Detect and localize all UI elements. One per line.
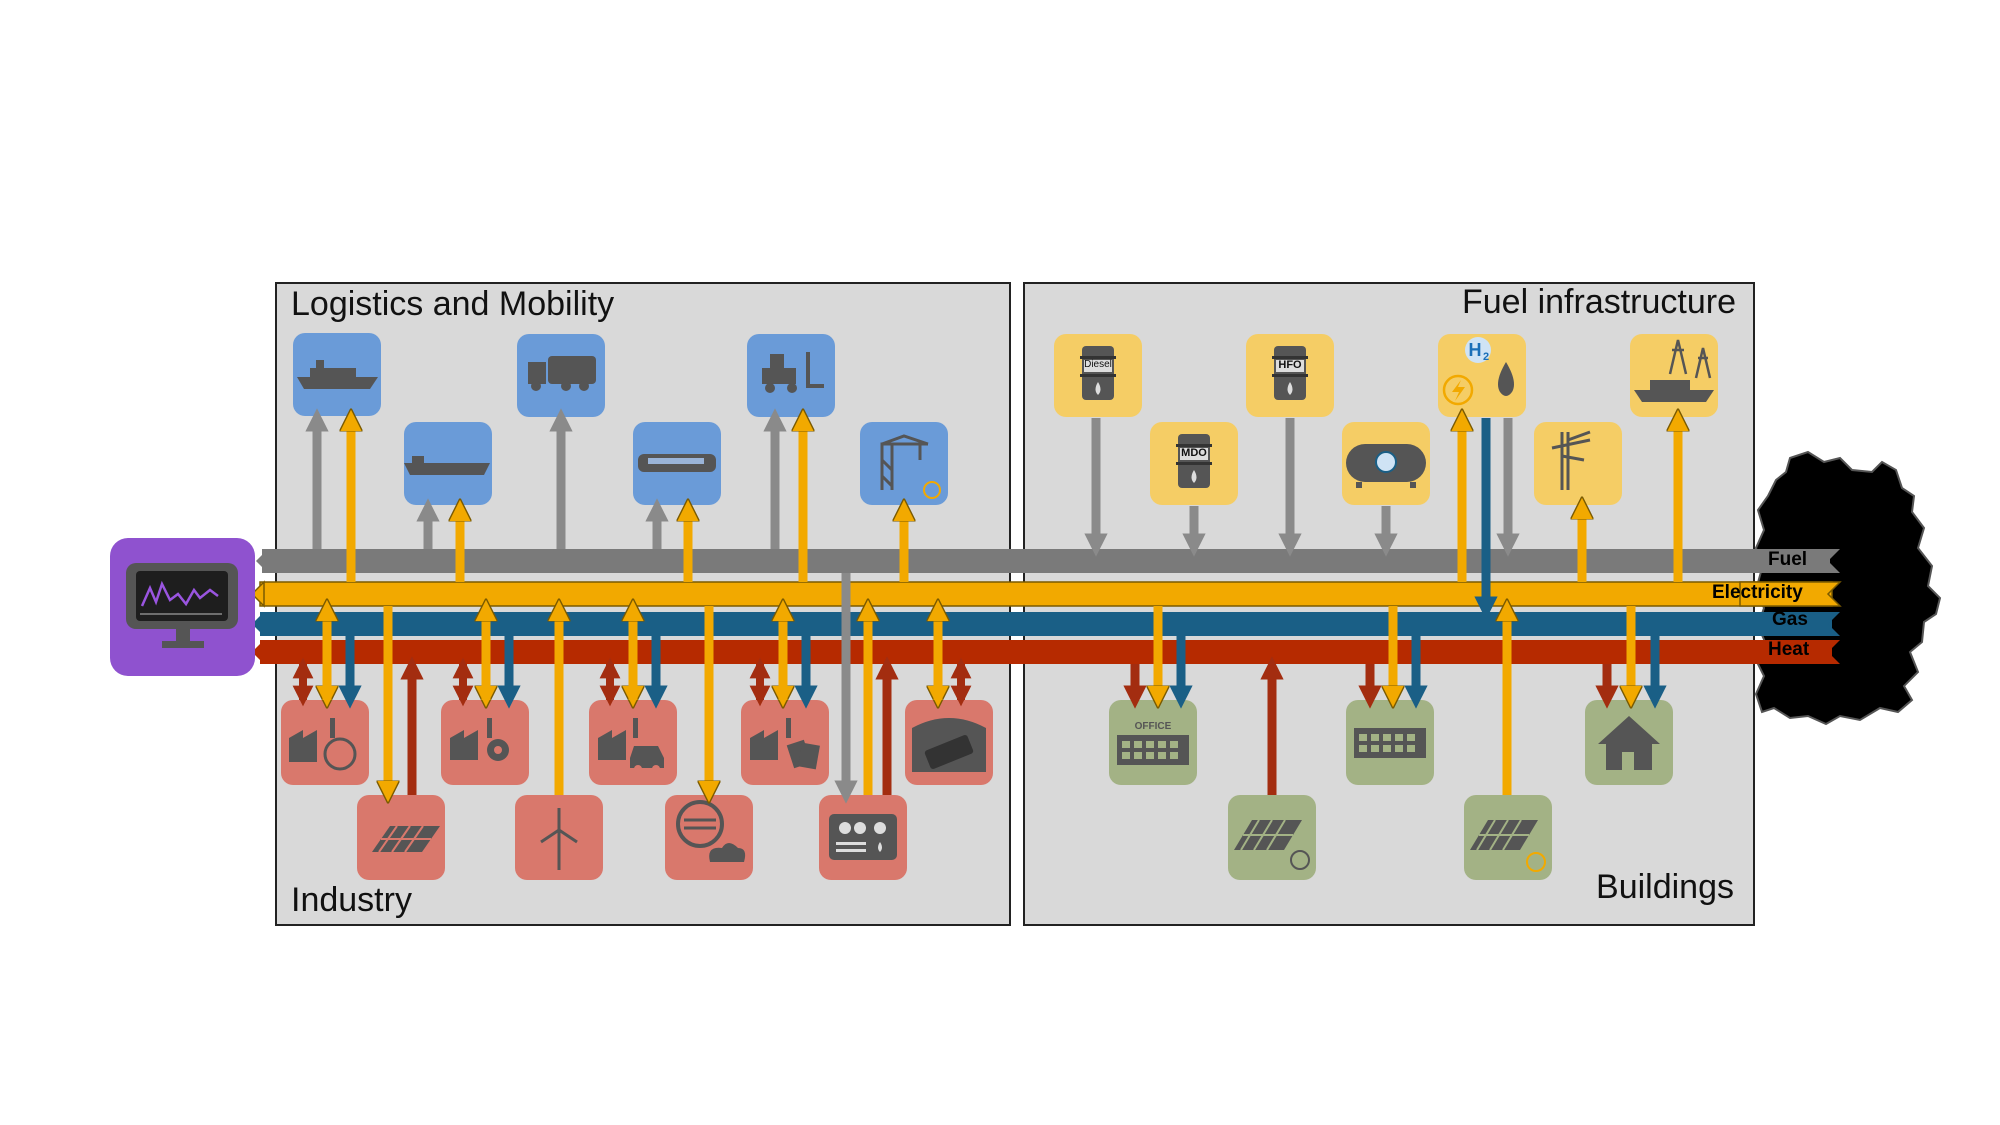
industry-solar-pv-tile[interactable] xyxy=(357,795,445,880)
factory-money-icon xyxy=(750,718,820,770)
electricity-bus-label: Electricity xyxy=(1712,582,1803,603)
office-sign-label: OFFICE xyxy=(1135,721,1172,732)
electricity-bus xyxy=(250,580,1842,608)
mdo-label: MDO xyxy=(1181,447,1207,459)
industry-process-tile[interactable] xyxy=(441,700,529,785)
container-ship-icon xyxy=(297,360,378,389)
heat-bus xyxy=(252,640,1840,664)
mdo-tank-tile[interactable] xyxy=(1150,422,1238,505)
hydrogen-tank-tile[interactable] xyxy=(1342,422,1430,505)
residential-block-tile[interactable] xyxy=(1346,700,1434,785)
power-pylon-icon xyxy=(1551,430,1591,490)
hfo-label: HFO xyxy=(1278,359,1302,371)
gas-bus-label: Gas xyxy=(1772,609,1808,630)
truck-icon xyxy=(528,356,596,391)
ship-with-power-lines-icon xyxy=(1634,339,1714,402)
factory-gear-icon xyxy=(450,718,509,761)
crane-tile[interactable] xyxy=(860,422,948,505)
fuel-infrastructure-title: Fuel infrastructure xyxy=(1462,283,1736,321)
forklift-icon xyxy=(762,352,824,393)
connection-arrows xyxy=(292,408,1678,804)
battery-storage-tile[interactable] xyxy=(905,700,993,785)
lightning-bolt-icon xyxy=(1452,380,1465,401)
crane-icon xyxy=(880,434,929,490)
diesel-label: Diesel xyxy=(1084,359,1112,370)
inland-vessel-tile[interactable] xyxy=(404,422,492,505)
battery-icon xyxy=(924,735,974,769)
solar-thermal-tile[interactable] xyxy=(1228,795,1316,880)
buildings-solar-pv-tile[interactable] xyxy=(1464,795,1552,880)
heat-pump-tile[interactable] xyxy=(665,795,753,880)
heat-bus-label: Heat xyxy=(1768,639,1810,660)
logistics-mobility-title: Logistics and Mobility xyxy=(291,285,615,323)
shore-power-tile[interactable] xyxy=(1630,334,1718,417)
inland-vessel-icon xyxy=(404,456,490,475)
forklift-tile[interactable] xyxy=(747,334,835,417)
solar-panel-icon xyxy=(372,825,440,853)
hydrogen-storage-tank-icon xyxy=(1346,444,1426,488)
wind-turbine-tile[interactable] xyxy=(515,795,603,880)
industry-heat-storage-tile[interactable] xyxy=(281,700,369,785)
factory-car-icon xyxy=(598,718,664,773)
electric-charge-icon xyxy=(1442,374,1474,406)
industry-ev-tile[interactable] xyxy=(589,700,677,785)
fuel-bus xyxy=(256,549,1840,573)
container-ship-tile[interactable] xyxy=(293,333,381,416)
house-icon xyxy=(1598,716,1660,770)
electrolyser-tile[interactable] xyxy=(1438,334,1526,417)
solar-thermal-panel-icon xyxy=(1234,819,1310,870)
generator-unit-icon xyxy=(829,814,897,860)
h2-label: H xyxy=(1469,340,1482,360)
hydrogen-molecule-icon xyxy=(1465,337,1491,363)
fuel-bus-label: Fuel xyxy=(1768,549,1808,570)
diesel-barrel-icon xyxy=(1080,346,1116,400)
office-building-icon xyxy=(1117,735,1189,765)
charging-pylon-tile[interactable] xyxy=(1534,422,1622,505)
factory-icon xyxy=(289,718,335,762)
mdo-barrel-icon xyxy=(1176,434,1212,488)
trend-chart-icon xyxy=(140,580,219,607)
buildings-title: Buildings xyxy=(1596,868,1734,906)
gas-bus xyxy=(252,612,1840,636)
heat-storage-tank-icon xyxy=(323,737,357,771)
electric-charge-icon xyxy=(923,481,941,499)
fuel-drop-icon xyxy=(1498,362,1514,396)
h2-subscript: 2 xyxy=(1483,351,1489,363)
industry-commerce-tile[interactable] xyxy=(741,700,829,785)
hfo-barrel-icon xyxy=(1272,346,1308,400)
solar-pv-panel-icon xyxy=(1470,819,1546,872)
apartment-block-icon xyxy=(1354,728,1426,758)
hfo-tank-tile[interactable] xyxy=(1246,334,1334,417)
chp-generator-tile[interactable] xyxy=(819,795,907,880)
industry-title: Industry xyxy=(291,881,412,919)
train-tile[interactable] xyxy=(633,422,721,505)
wind-turbine-icon xyxy=(540,808,578,870)
train-icon xyxy=(638,454,716,472)
truck-tile[interactable] xyxy=(517,334,605,417)
office-building-tile[interactable] xyxy=(1109,700,1197,785)
house-tile[interactable] xyxy=(1585,700,1673,785)
diesel-tank-tile[interactable] xyxy=(1054,334,1142,417)
energy-management-controller[interactable] xyxy=(110,538,255,676)
